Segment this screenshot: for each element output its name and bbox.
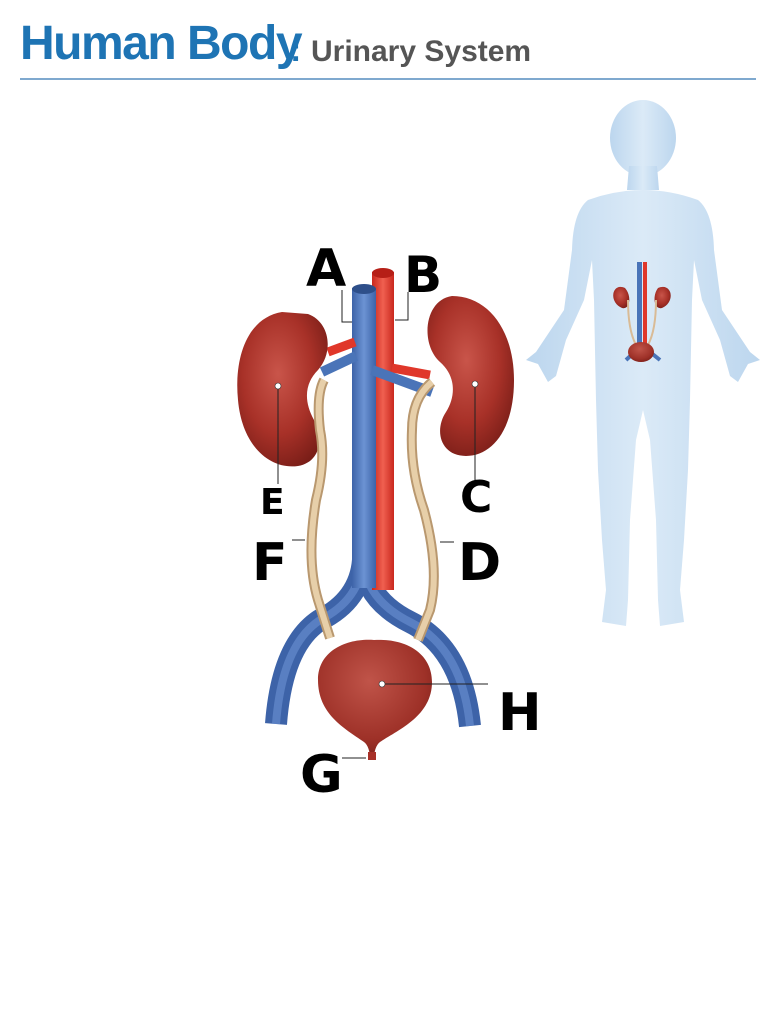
left-renal-vein — [319, 351, 359, 377]
page-header: Human Body : Urinary System — [20, 14, 760, 80]
aorta — [372, 272, 394, 590]
label-f: F — [252, 533, 288, 593]
pointer-dots — [274, 380, 479, 688]
left-renal-artery — [326, 337, 357, 357]
label-h: H — [498, 683, 542, 743]
urinary-bladder — [318, 639, 432, 758]
label-b: B — [404, 246, 442, 304]
label-d: D — [458, 533, 501, 593]
right-renal-artery — [391, 363, 431, 380]
mini-urinary-system — [613, 262, 671, 362]
urethra — [368, 752, 376, 760]
label-c: C — [460, 472, 492, 523]
inferior-vena-cava — [352, 288, 376, 588]
label-g: G — [300, 745, 343, 805]
right-kidney — [427, 296, 514, 456]
page-title: Human Body — [20, 17, 303, 70]
title-separator: : — [290, 31, 302, 69]
page-subtitle: Urinary System — [311, 35, 532, 68]
body-silhouette — [526, 100, 760, 626]
label-e: E — [260, 482, 285, 523]
left-kidney — [237, 312, 328, 467]
header-divider — [20, 78, 756, 80]
label-a: A — [306, 239, 346, 299]
leader-lines — [277, 290, 488, 759]
